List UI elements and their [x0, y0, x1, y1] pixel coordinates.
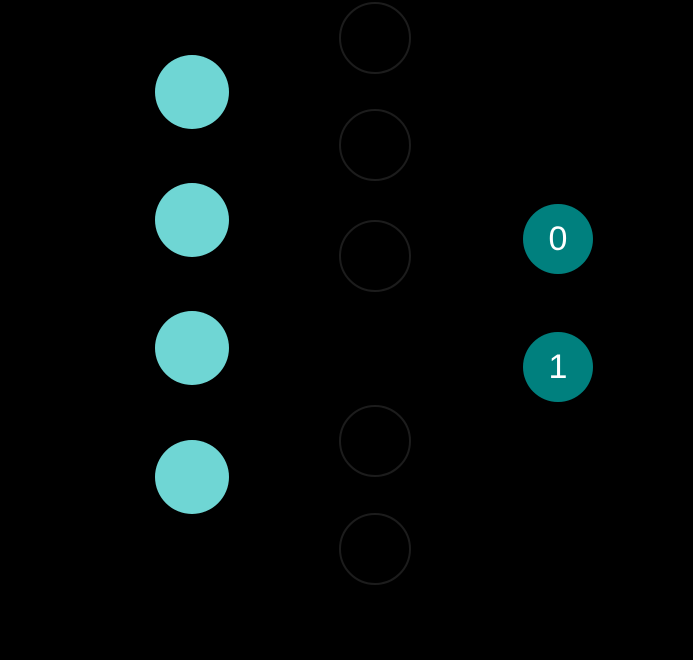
- node-hidden-1[interactable]: [339, 109, 411, 181]
- node-output-1[interactable]: 1: [523, 332, 593, 402]
- node-input-0[interactable]: [155, 55, 229, 129]
- node-hidden-2[interactable]: [339, 220, 411, 292]
- node-hidden-0[interactable]: [339, 2, 411, 74]
- node-hidden-3[interactable]: [339, 405, 411, 477]
- node-input-2[interactable]: [155, 311, 229, 385]
- node-output-0[interactable]: 0: [523, 204, 593, 274]
- node-input-1[interactable]: [155, 183, 229, 257]
- node-input-3[interactable]: [155, 440, 229, 514]
- node-hidden-4[interactable]: [339, 513, 411, 585]
- node-label-output-0: 0: [548, 220, 568, 258]
- node-label-output-1: 1: [548, 348, 568, 386]
